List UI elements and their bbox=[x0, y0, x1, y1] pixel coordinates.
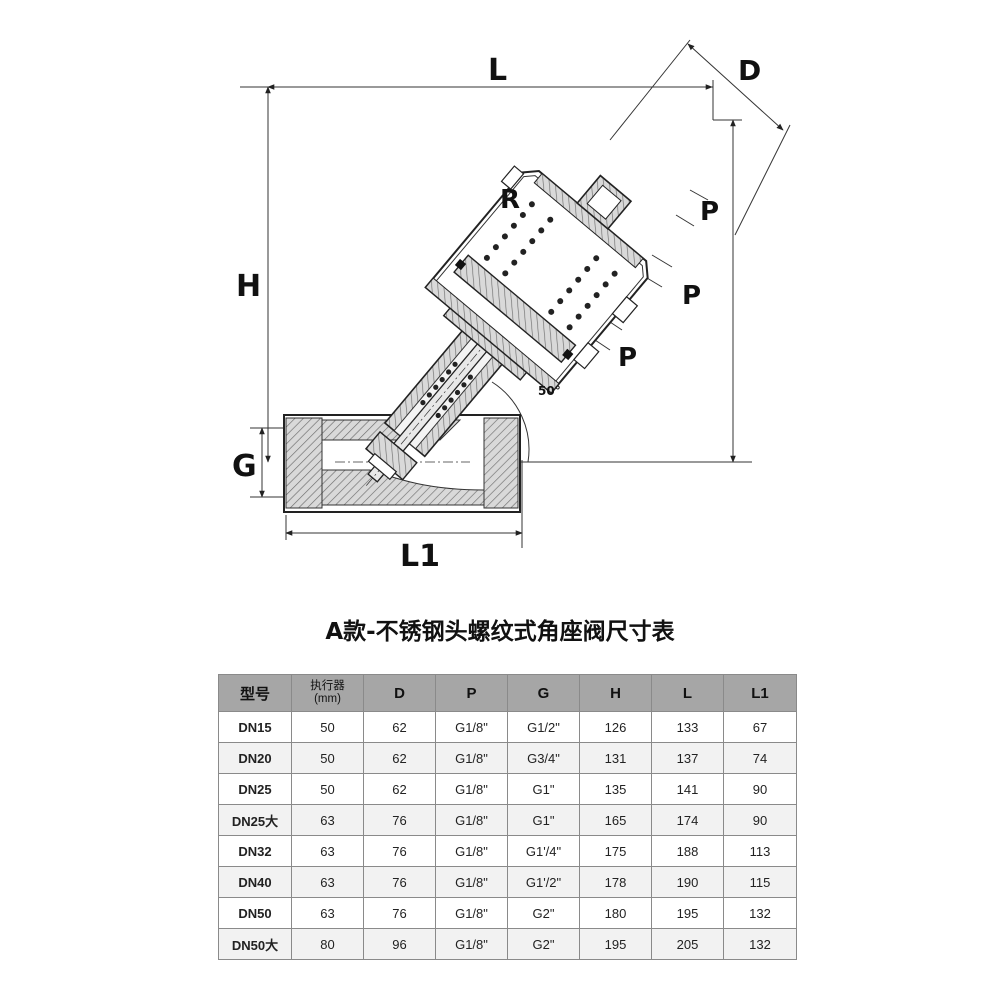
cell-L: 137 bbox=[651, 742, 724, 774]
cell-L1: 74 bbox=[723, 742, 797, 774]
cell-P: G1/8" bbox=[435, 804, 508, 836]
cell-H: 126 bbox=[579, 711, 652, 743]
header-actuator: 执行器 (mm) bbox=[291, 674, 364, 712]
header-model: 型号 bbox=[218, 674, 292, 712]
label-H: H bbox=[236, 269, 261, 304]
cell-L: 133 bbox=[651, 711, 724, 743]
cell-H: 135 bbox=[579, 773, 652, 805]
header-L: L bbox=[651, 674, 724, 712]
cell-H: 178 bbox=[579, 866, 652, 898]
cell-H: 180 bbox=[579, 897, 652, 929]
cell-D: 76 bbox=[363, 897, 436, 929]
cell-actuator: 50 bbox=[291, 711, 364, 743]
label-P-lower: P bbox=[618, 343, 637, 373]
cell-model: DN40 bbox=[218, 866, 292, 898]
cell-G: G3/4" bbox=[507, 742, 580, 774]
cell-L1: 90 bbox=[723, 804, 797, 836]
label-angle: 50° bbox=[538, 384, 561, 398]
header-P: P bbox=[435, 674, 508, 712]
cell-model: DN50大 bbox=[218, 928, 292, 960]
actuator-assembly bbox=[364, 165, 649, 486]
cell-L1: 113 bbox=[723, 835, 797, 867]
header-actuator-line1: 执行器 bbox=[310, 680, 345, 692]
label-L: L bbox=[488, 53, 507, 88]
cell-actuator: 80 bbox=[291, 928, 364, 960]
label-P-upper: P bbox=[700, 197, 719, 227]
cell-L1: 90 bbox=[723, 773, 797, 805]
cell-D: 76 bbox=[363, 866, 436, 898]
cell-P: G1/8" bbox=[435, 897, 508, 929]
header-H: H bbox=[579, 674, 652, 712]
label-D: D bbox=[738, 54, 761, 87]
cell-P: G1/8" bbox=[435, 773, 508, 805]
cell-actuator: 50 bbox=[291, 742, 364, 774]
cell-P: G1/8" bbox=[435, 742, 508, 774]
cell-H: 195 bbox=[579, 928, 652, 960]
cell-D: 76 bbox=[363, 804, 436, 836]
cell-P: G1/8" bbox=[435, 928, 508, 960]
cell-G: G1" bbox=[507, 773, 580, 805]
cell-H: 131 bbox=[579, 742, 652, 774]
header-G: G bbox=[507, 674, 580, 712]
label-G: G bbox=[232, 449, 257, 484]
cell-L1: 115 bbox=[723, 866, 797, 898]
cell-G: G2" bbox=[507, 897, 580, 929]
cell-L: 174 bbox=[651, 804, 724, 836]
cell-P: G1/8" bbox=[435, 866, 508, 898]
header-L1: L1 bbox=[723, 674, 797, 712]
cell-D: 62 bbox=[363, 773, 436, 805]
cell-actuator: 63 bbox=[291, 897, 364, 929]
label-R: R bbox=[500, 185, 520, 215]
cell-G: G2" bbox=[507, 928, 580, 960]
cell-D: 62 bbox=[363, 742, 436, 774]
table-header-row: 型号 执行器 (mm) D P G H L L1 bbox=[218, 674, 797, 712]
table-title: A款-不锈钢头螺纹式角座阀尺寸表 bbox=[325, 619, 675, 645]
cell-model: DN25 bbox=[218, 773, 292, 805]
header-actuator-line2: (mm) bbox=[314, 693, 341, 705]
cell-L: 188 bbox=[651, 835, 724, 867]
cell-model: DN25大 bbox=[218, 804, 292, 836]
cell-H: 175 bbox=[579, 835, 652, 867]
cell-L: 205 bbox=[651, 928, 724, 960]
cell-P: G1/8" bbox=[435, 711, 508, 743]
cell-D: 76 bbox=[363, 835, 436, 867]
cell-P: G1/8" bbox=[435, 835, 508, 867]
cell-model: DN32 bbox=[218, 835, 292, 867]
cell-G: G1" bbox=[507, 804, 580, 836]
cell-L: 195 bbox=[651, 897, 724, 929]
cell-model: DN20 bbox=[218, 742, 292, 774]
cell-L: 141 bbox=[651, 773, 724, 805]
cell-L: 190 bbox=[651, 866, 724, 898]
cell-actuator: 50 bbox=[291, 773, 364, 805]
header-D: D bbox=[363, 674, 436, 712]
cell-G: G1/2" bbox=[507, 711, 580, 743]
cell-actuator: 63 bbox=[291, 804, 364, 836]
valve-cross-section-diagram: L D H R P P P G L1 50° bbox=[232, 39, 791, 574]
cell-actuator: 63 bbox=[291, 866, 364, 898]
cell-G: G1'/4" bbox=[507, 835, 580, 867]
label-L1: L1 bbox=[400, 539, 440, 574]
cell-model: DN15 bbox=[218, 711, 292, 743]
cell-G: G1'/2" bbox=[507, 866, 580, 898]
dimension-lines bbox=[240, 39, 791, 548]
cell-L1: 67 bbox=[723, 711, 797, 743]
cell-actuator: 63 bbox=[291, 835, 364, 867]
cell-model: DN50 bbox=[218, 897, 292, 929]
cell-D: 96 bbox=[363, 928, 436, 960]
cell-L1: 132 bbox=[723, 928, 797, 960]
cell-L1: 132 bbox=[723, 897, 797, 929]
label-P-middle: P bbox=[682, 281, 701, 311]
cell-H: 165 bbox=[579, 804, 652, 836]
cell-D: 62 bbox=[363, 711, 436, 743]
